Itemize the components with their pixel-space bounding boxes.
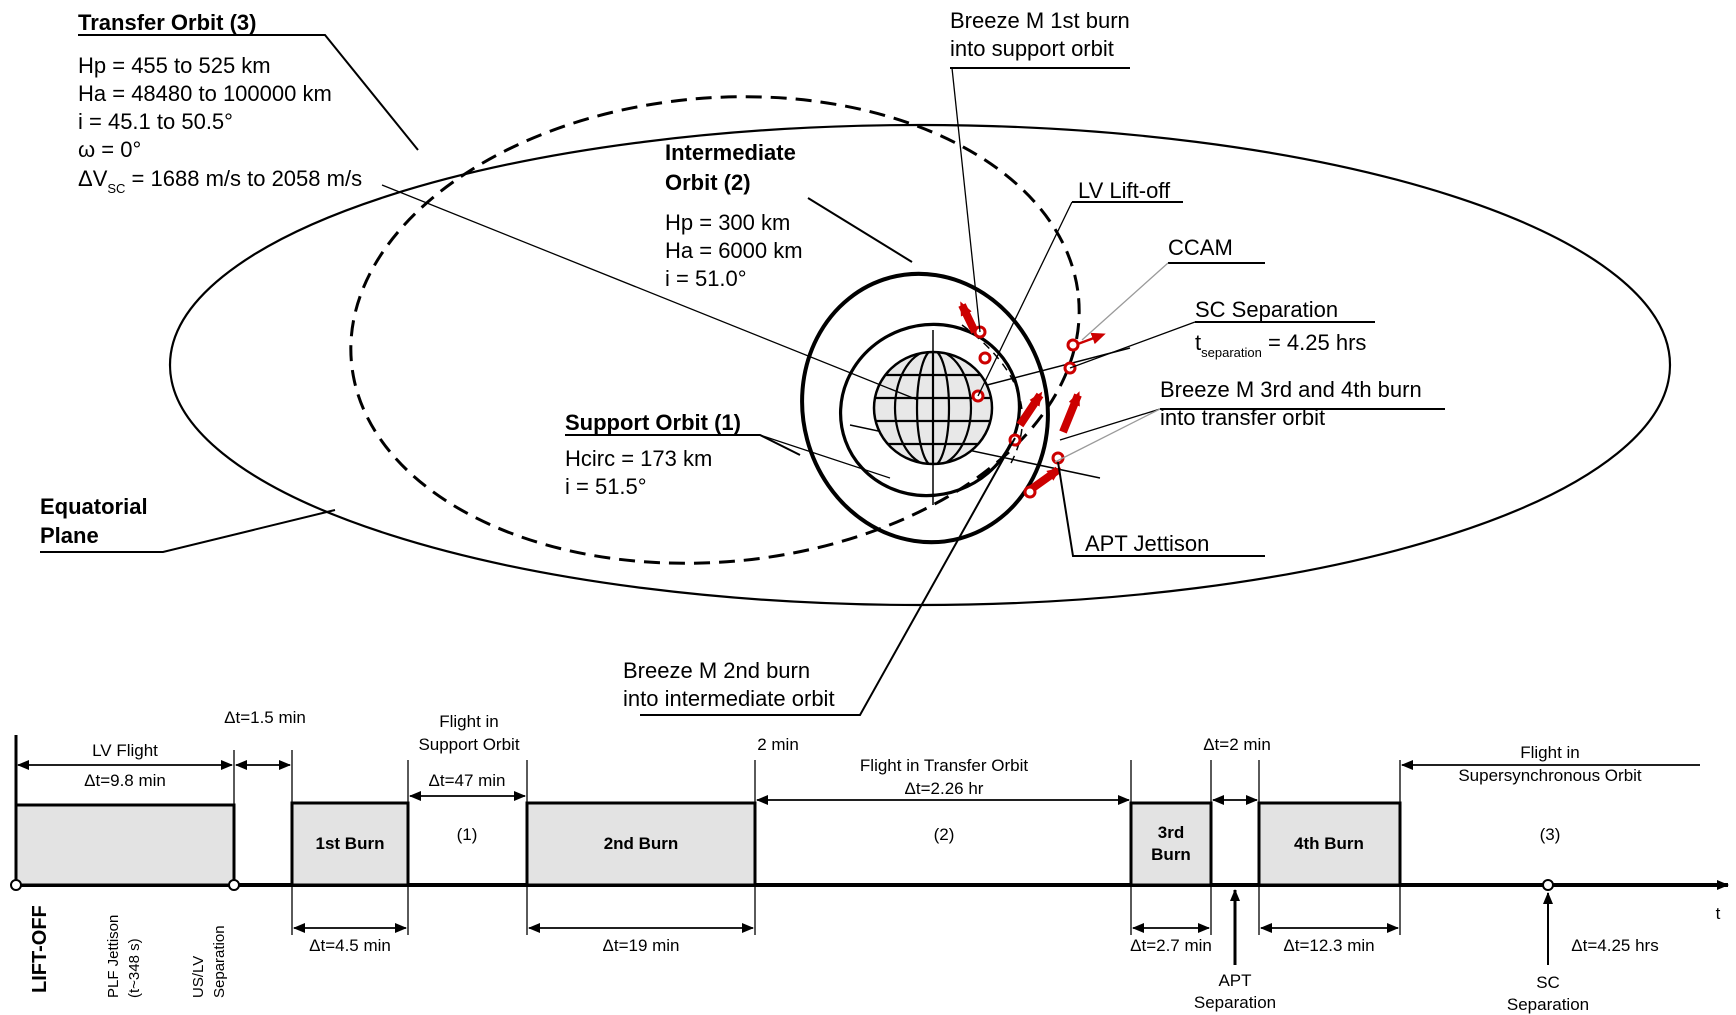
- burn2-arrow: [1016, 391, 1044, 428]
- support-flight-duration: Δt=47 min: [428, 771, 505, 790]
- support-flight-label-2: Support Orbit: [418, 735, 519, 754]
- leader-lines: [40, 34, 1445, 716]
- lv-liftoff-label: LV Lift-off: [1078, 178, 1171, 203]
- coast1-duration: Δt=1.5 min: [224, 708, 306, 727]
- phase3-label: (3): [1540, 825, 1561, 844]
- duration-arrows-top: [17, 760, 1700, 805]
- lv-flight-label: LV Flight: [92, 741, 158, 760]
- time-axis-label: t: [1716, 904, 1721, 923]
- apt-jettison-label: APT Jettison: [1085, 531, 1209, 556]
- burn3-box: [1129, 801, 1213, 887]
- t-separation-value: = 4.25 hrs: [1262, 330, 1367, 355]
- burn1-arrow: [958, 301, 979, 334]
- burn-arrows: [958, 301, 1082, 494]
- intermediate-i: i = 51.0°: [665, 266, 747, 291]
- sc-separation-time: Δt=4.25 hrs: [1571, 936, 1658, 955]
- burn2-label-1: Breeze M 2nd burn: [623, 658, 810, 683]
- earth-globe: [872, 350, 994, 466]
- transfer-flight-label-1: Flight in Transfer Orbit: [860, 756, 1028, 775]
- t-separation-label: tseparation = 4.25 hrs: [1195, 330, 1366, 360]
- intermediate-orbit-title-1: Intermediate: [665, 140, 796, 165]
- burn4-label: 4th Burn: [1294, 834, 1364, 853]
- transfer-dv: ΔVSC = 1688 m/s to 2058 m/s: [78, 166, 362, 196]
- equatorial-plane-ellipse: [168, 123, 1672, 607]
- transfer-omega: ω = 0°: [78, 137, 141, 162]
- burn1-label: 1st Burn: [316, 834, 385, 853]
- intermediate-hp: Hp = 300 km: [665, 210, 790, 235]
- burn3-arrow: [1059, 391, 1082, 434]
- burn2-duration: Δt=19 min: [602, 936, 679, 955]
- support-flight-label-1: Flight in: [439, 712, 499, 731]
- burn2-label: 2nd Burn: [604, 834, 679, 853]
- transfer-hp: Hp = 455 to 525 km: [78, 53, 271, 78]
- burn4-arrow: [1027, 466, 1062, 494]
- uslv-separation-label-1: US/LV: [190, 956, 207, 998]
- support-i: i = 51.5°: [565, 474, 647, 499]
- sc-separation-marker: [1542, 879, 1554, 891]
- plane-axis: [959, 347, 1131, 393]
- orbit-event-points: [971, 325, 1080, 499]
- sc-separation-label: SC Separation: [1195, 297, 1338, 322]
- burn1-duration: Δt=4.5 min: [309, 936, 391, 955]
- burn3-label-1: 3rd: [1158, 823, 1184, 842]
- burn34-label-2: into transfer orbit: [1160, 405, 1325, 430]
- equatorial-plane-label-2: Plane: [40, 523, 99, 548]
- two-min-label: 2 min: [757, 735, 799, 754]
- support-orbit-title: Support Orbit (1): [565, 410, 741, 435]
- phase2-label: (2): [934, 825, 955, 844]
- sc-separation-label-1: SC: [1536, 973, 1560, 992]
- uslv-separation-marker: [228, 879, 240, 891]
- timeline-guides: [233, 750, 1401, 935]
- burn2-label-2: into intermediate orbit: [623, 686, 835, 711]
- transfer-dv-value: = 1688 m/s to 2058 m/s: [125, 166, 362, 191]
- liftoff-marker: [10, 879, 22, 891]
- uslv-separation-label-2: Separation: [211, 925, 228, 998]
- lv-flight-duration: Δt=9.8 min: [84, 771, 166, 790]
- intermediate-ha: Ha = 6000 km: [665, 238, 803, 263]
- transfer-i: i = 45.1 to 50.5°: [78, 109, 233, 134]
- burn2-box: [525, 801, 757, 887]
- burn1-box: [290, 801, 410, 887]
- phase1-label: (1): [457, 825, 478, 844]
- ccam-arrow: [1074, 332, 1106, 347]
- burn1-label-1: Breeze M 1st burn: [950, 8, 1130, 33]
- burn34-label-1: Breeze M 3rd and 4th burn: [1160, 377, 1422, 402]
- liftoff-label: LIFT-OFF: [29, 905, 51, 993]
- plf-jettison-label-1: PLF Jettison: [105, 915, 122, 998]
- burn3-label-2: Burn: [1151, 845, 1191, 864]
- transfer-flight-label-2: Δt=2.26 hr: [905, 779, 984, 798]
- transfer-dv-prefix: ΔV: [78, 166, 108, 191]
- super-flight-label-1: Flight in: [1520, 743, 1580, 762]
- intermediate-orbit-title-2: Orbit (2): [665, 170, 751, 195]
- apt-separation-label-2: Separation: [1194, 993, 1276, 1012]
- transfer-dv-sub: SC: [107, 181, 125, 196]
- support-orbit-back-dashed: [961, 324, 1024, 466]
- burn1-label-2: into support orbit: [950, 36, 1114, 61]
- t-separation-prefix: t: [1195, 330, 1201, 355]
- transfer-ha: Ha = 48480 to 100000 km: [78, 81, 332, 106]
- burn4-box: [1257, 801, 1402, 887]
- plf-jettison-label-2: (t~348 s): [126, 938, 143, 998]
- sc-separation-label-2: Separation: [1507, 995, 1589, 1014]
- super-flight-label-2: Supersynchronous Orbit: [1458, 766, 1642, 785]
- t-separation-sub: separation: [1201, 345, 1262, 360]
- equatorial-plane-label-1: Equatorial: [40, 494, 148, 519]
- transfer-orbit-title: Transfer Orbit (3): [78, 10, 256, 35]
- lv-flight-box: [14, 803, 236, 887]
- apt-separation-label-1: APT: [1218, 971, 1251, 990]
- ccam-label: CCAM: [1168, 235, 1233, 260]
- burn3-duration: Δt=2.7 min: [1130, 936, 1212, 955]
- support-orbit-ellipse: [838, 322, 1022, 498]
- transfer-orbit-ellipse: [349, 95, 1081, 565]
- coast2-duration: Δt=2 min: [1203, 735, 1271, 754]
- burn4-duration: Δt=12.3 min: [1283, 936, 1374, 955]
- support-hcirc: Hcirc = 173 km: [565, 446, 712, 471]
